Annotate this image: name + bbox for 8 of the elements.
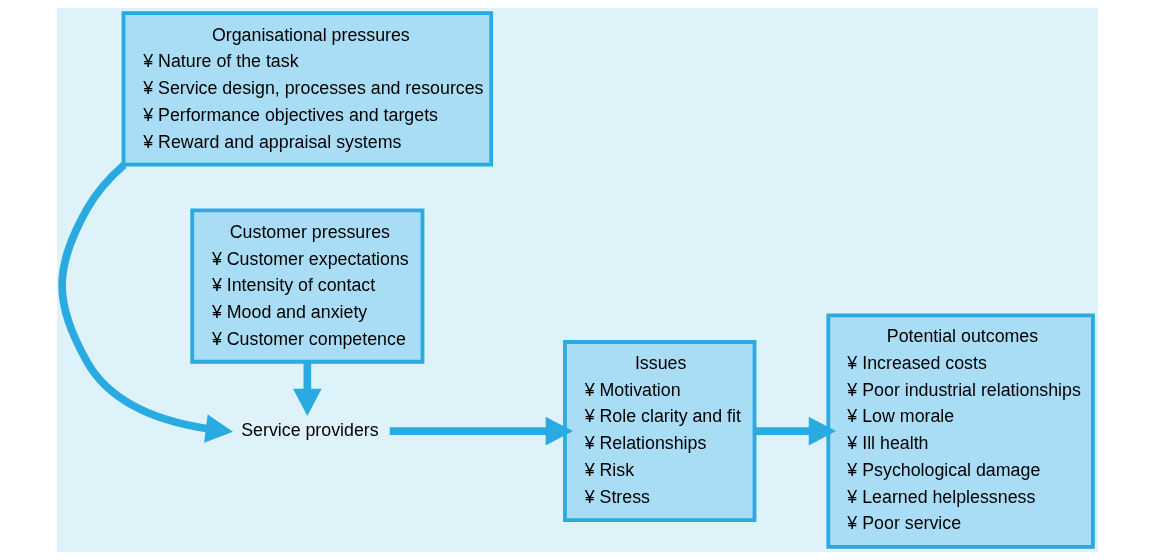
arrow: [292, 362, 322, 417]
node-box: Customer pressures ¥ Customer expectations ¥ Intensity of contact ¥ Mood and anxiety ¥ Customer competence: [189, 208, 424, 364]
node-text: Service providers: [240, 420, 379, 441]
node-box: Organisational pressures ¥ Nature of the task ¥ Service design, processes and resources ¥ Performance objectives and targets ¥ Reward and appraisal systems: [121, 11, 493, 167]
node-box: Issues ¥ Motivation ¥ Role clarity and fit ¥ Relationships ¥ Risk ¥ Stress: [562, 340, 756, 523]
arrow: [754, 416, 836, 446]
node-box: Potential outcomes ¥ Increased costs ¥ Poor industrial relationships ¥ Low morale ¥ Ill health ¥ Psychological damage ¥ Learned helplessness ¥ Poor service: [825, 313, 1095, 549]
arrow: [57, 161, 233, 443]
